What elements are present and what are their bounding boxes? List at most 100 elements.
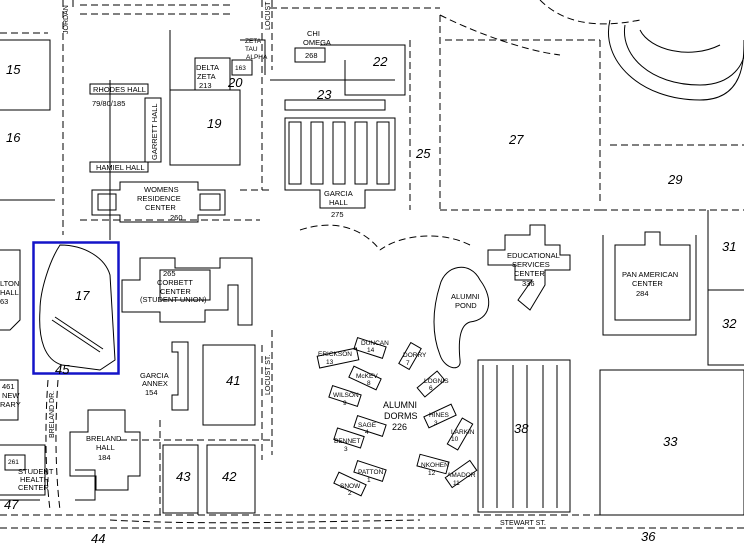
lot-36-label[interactable]: 36 — [641, 529, 656, 543]
corbett-center-label-2: CENTER — [160, 287, 191, 296]
garcia-annex-label-2: ANNEX — [142, 379, 168, 388]
dorm-patton-label[interactable]: PATTON — [358, 469, 384, 476]
corbett-center-number: 265 — [163, 269, 176, 278]
lot-20-label[interactable]: 20 — [227, 75, 243, 90]
dorm-wilson-label[interactable]: WILSON — [333, 392, 359, 399]
building-labels: RHODES HALL 79/80/185 GARRETT HALL HAMIE… — [0, 29, 678, 492]
lot-33-label[interactable]: 33 — [663, 434, 678, 449]
rhodes-hall-label[interactable]: RHODES HALL — [93, 85, 146, 94]
library-label-2: RARY — [0, 400, 21, 409]
zeta-tau-alpha-label-1[interactable]: ZETA — [245, 38, 262, 45]
dorm-labels: ERICKSON 13 DUNCAN 14 DORRY 7 McKEV 8 LO… — [318, 340, 476, 497]
locust-street-label-top: LOCUST — [265, 1, 272, 30]
chi-omega-label-2: OMEGA — [303, 38, 331, 47]
student-health-number: 261 — [8, 459, 19, 466]
delta-zeta-label-1[interactable]: DELTA — [196, 63, 219, 72]
garcia-annex-label-1[interactable]: GARCIA — [140, 371, 169, 380]
dorm-bennet-label[interactable]: BENNET — [334, 438, 360, 445]
student-health-label-2: HEALTH — [20, 475, 49, 484]
selected-lot-highlight[interactable] — [32, 241, 120, 375]
hilton-hall-number: 63 — [0, 297, 8, 306]
breland-hall-label-2: HALL — [96, 443, 115, 452]
lot-23-label[interactable]: 23 — [316, 87, 332, 102]
dorm-mckev-label[interactable]: McKEV — [356, 373, 378, 380]
alumni-pond-label-1[interactable]: ALUMNI — [451, 292, 479, 301]
street-labels: JORDAN LOCUST LOCUST ST. BRELAND DR. STE… — [49, 1, 546, 527]
dorm-lognis-label[interactable]: LOGNIS — [424, 378, 449, 385]
corbett-center-label-3: (STUDENT UNION) — [140, 295, 207, 304]
alumni-dorm-buildings — [316, 337, 478, 497]
lot-47-label[interactable]: 47 — [4, 497, 19, 512]
dorm-larkin-label[interactable]: LARKIN — [451, 429, 475, 436]
lot-17-label[interactable]: 17 — [75, 288, 90, 303]
lot-38-label[interactable]: 38 — [514, 421, 529, 436]
lot-44-label[interactable]: 44 — [91, 531, 105, 543]
stewart-street-label: STEWART ST. — [500, 520, 546, 527]
pan-american-label-2: CENTER — [632, 279, 663, 288]
dorm-patton-number: 1 — [367, 477, 371, 484]
library-label-1[interactable]: NEW — [2, 391, 20, 400]
educational-services-number: 336 — [522, 279, 535, 288]
zeta-tau-alpha-number: 163 — [235, 65, 246, 72]
lot-16-label[interactable]: 16 — [6, 130, 21, 145]
dorm-erickson-number: 13 — [326, 359, 334, 366]
locust-street-label-mid: LOCUST ST. — [265, 355, 272, 395]
dorm-nkohen-label[interactable]: NKOHEN — [421, 462, 449, 469]
alumni-dorms-number: 226 — [392, 422, 407, 432]
lot-labels: 15 16 17 19 20 22 23 25 27 29 31 32 33 3… — [4, 54, 737, 543]
dorm-hines-number: 3 — [434, 420, 438, 427]
dorm-larkin-number: 10 — [451, 436, 459, 443]
lot-45-label[interactable]: 45 — [55, 362, 70, 377]
educational-services-label-1[interactable]: EDUCATIONAL — [507, 251, 560, 260]
dorm-dorry-label[interactable]: DORRY — [403, 352, 427, 359]
educational-services-label-3: CENTER — [514, 269, 545, 278]
lot-42-label[interactable]: 42 — [222, 469, 237, 484]
building-outlines — [0, 39, 691, 513]
zeta-tau-alpha-label-3: ALPHA — [246, 54, 268, 61]
lot-29-label[interactable]: 29 — [667, 172, 682, 187]
delta-zeta-label-2: ZETA — [197, 72, 216, 81]
womens-residence-number: 260 — [170, 213, 183, 222]
lot-31-label[interactable]: 31 — [722, 239, 736, 254]
lot-43-label[interactable]: 43 — [176, 469, 191, 484]
garcia-hall-label-1[interactable]: GARCIA — [324, 189, 353, 198]
dorm-sage-label[interactable]: SAGE — [358, 422, 377, 429]
dorm-duncan-label[interactable]: DUNCAN — [361, 340, 389, 347]
student-health-label-3: CENTER — [18, 483, 49, 492]
pan-american-number: 284 — [636, 289, 649, 298]
delta-zeta-number: 213 — [199, 81, 212, 90]
chi-omega-number: 268 — [305, 51, 318, 60]
lot-15-label[interactable]: 15 — [6, 62, 21, 77]
dorm-snow-label[interactable]: SNOW — [340, 483, 361, 490]
dorm-wilson-number: 9 — [343, 400, 347, 407]
lot-32-label[interactable]: 32 — [722, 316, 737, 331]
library-number: 461 — [2, 382, 15, 391]
lot-27-label[interactable]: 27 — [508, 132, 524, 147]
dorm-amador-label[interactable]: AMADOR — [447, 472, 476, 479]
pan-american-label-1[interactable]: PAN AMERICAN — [622, 270, 678, 279]
dorm-mckev-number: 8 — [367, 380, 371, 387]
alumni-dorms-label-2: DORMS — [384, 411, 418, 421]
chi-omega-label-1[interactable]: CHI — [307, 29, 320, 38]
jordan-street-label: JORDAN — [63, 5, 70, 34]
dorm-hines-label[interactable]: HINES — [429, 412, 450, 419]
garrett-hall-label[interactable]: GARRETT HALL — [150, 103, 159, 160]
dorm-erickson-label[interactable]: ERICKSON — [318, 351, 352, 358]
alumni-pond-label-2: POND — [455, 301, 477, 310]
alumni-dorms-label-1[interactable]: ALUMNI — [383, 400, 417, 410]
hilton-hall-label-1[interactable]: LTON — [0, 279, 19, 288]
garcia-annex-number: 154 — [145, 388, 158, 397]
womens-residence-label-1[interactable]: WOMENS — [144, 185, 179, 194]
lot-41-label[interactable]: 41 — [226, 373, 240, 388]
lot-25-label[interactable]: 25 — [415, 146, 431, 161]
lot-19-label[interactable]: 19 — [207, 116, 221, 131]
breland-hall-label-1[interactable]: BRELAND — [86, 434, 122, 443]
corbett-center-label-1[interactable]: CORBETT — [157, 278, 193, 287]
dorm-lognis-number: 6 — [429, 385, 433, 392]
hilton-hall-label-2: HALL — [0, 288, 19, 297]
lot-22-label[interactable]: 22 — [372, 54, 388, 69]
educational-services-label-2: SERVICES — [512, 260, 550, 269]
hamiel-hall-label[interactable]: HAMIEL HALL — [96, 163, 145, 172]
student-health-label-1[interactable]: STUDENT — [18, 467, 54, 476]
